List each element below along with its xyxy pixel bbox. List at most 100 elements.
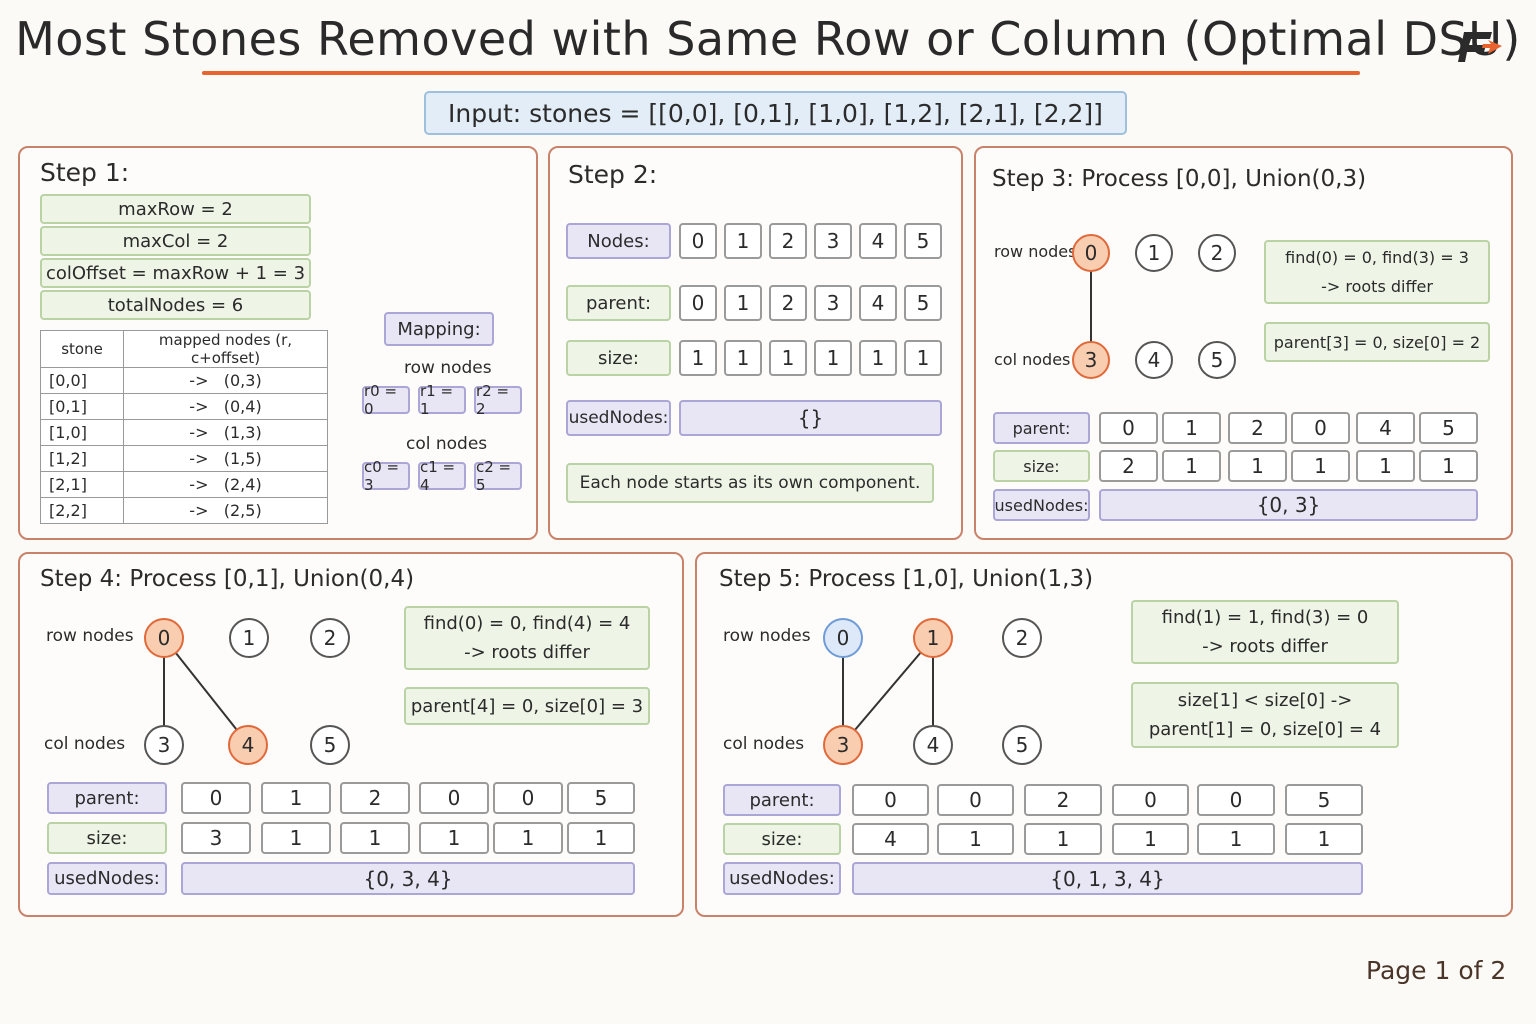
graph-node-0: 0 bbox=[1072, 234, 1110, 272]
mapped-text: (2,5) bbox=[223, 501, 262, 520]
input-box: Input: stones = [[0,0], [0,1], [1,0], [1… bbox=[424, 91, 1127, 135]
used-value: {0, 1, 3, 4} bbox=[852, 862, 1363, 895]
size-cell: 1 bbox=[769, 340, 807, 376]
size-cell: 4 bbox=[852, 823, 929, 855]
size-cell: 1 bbox=[814, 340, 852, 376]
step1-line: maxRow = 2 bbox=[40, 194, 311, 224]
parent-cell: 0 bbox=[937, 784, 1014, 816]
page-title: Most Stones Removed with Same Row or Col… bbox=[15, 12, 1521, 66]
parent-cell: 4 bbox=[859, 285, 897, 321]
row-node-map: r0 = 0 bbox=[362, 382, 410, 418]
step2-panel: Step 2: Nodes: 0 1 2 3 4 5 parent: 0 1 2… bbox=[548, 146, 963, 540]
table-row: [0,0] -> (0,3) bbox=[40, 367, 328, 394]
step4-title: Step 4: Process [0,1], Union(0,4) bbox=[40, 566, 415, 592]
size-cell: 1 bbox=[419, 822, 489, 854]
col-node-map: c0 = 3 bbox=[362, 458, 410, 494]
row-nodes-label: row nodes bbox=[404, 358, 492, 378]
mapped-text: (1,5) bbox=[223, 449, 262, 468]
info-line: -> roots differ bbox=[1321, 277, 1433, 296]
node-cell: 4 bbox=[859, 223, 897, 259]
col-nodes-label: col nodes bbox=[44, 734, 126, 754]
arrow-text: -> bbox=[189, 449, 209, 468]
graph-node-3: 3 bbox=[144, 725, 184, 765]
graph-node-0: 0 bbox=[144, 618, 184, 658]
graph-node-3: 3 bbox=[823, 725, 863, 765]
parent-label: parent: bbox=[993, 412, 1090, 444]
row-nodes-label: row nodes bbox=[723, 626, 811, 646]
graph-node-5: 5 bbox=[310, 725, 350, 765]
size-cell: 1 bbox=[1228, 450, 1287, 482]
step1-line: totalNodes = 6 bbox=[40, 290, 311, 320]
table-row: [1,0] -> (1,3) bbox=[40, 419, 328, 446]
table-cell: [2,1] bbox=[40, 471, 124, 498]
row-node-map: r2 = 2 bbox=[474, 382, 522, 418]
parent-label: parent: bbox=[566, 285, 671, 321]
size-cell: 1 bbox=[937, 823, 1014, 855]
node-cell: 2 bbox=[769, 223, 807, 259]
size-cell: 1 bbox=[1291, 450, 1350, 482]
table-row: [2,2] -> (2,5) bbox=[40, 497, 328, 524]
size-cell: 1 bbox=[1285, 823, 1363, 855]
size-cell: 1 bbox=[1024, 823, 1102, 855]
info-line: -> roots differ bbox=[464, 642, 590, 663]
step4-union-info: parent[4] = 0, size[0] = 3 bbox=[404, 687, 650, 725]
graph-node-2: 2 bbox=[1198, 234, 1236, 272]
size-cell: 1 bbox=[1419, 450, 1478, 482]
mapping-table: stone mapped nodes (r, c+offset) [0,0] -… bbox=[40, 330, 328, 524]
graph-node-0: 0 bbox=[823, 618, 863, 658]
parent-cell: 5 bbox=[904, 285, 942, 321]
step1-line: colOffset = maxRow + 1 = 3 bbox=[40, 258, 311, 288]
size-label: size: bbox=[47, 822, 167, 854]
size-cell: 1 bbox=[261, 822, 331, 854]
arrow-text: -> bbox=[189, 423, 209, 442]
table-cell: -> (2,4) bbox=[123, 471, 328, 498]
parent-cell: 1 bbox=[1162, 412, 1221, 444]
size-cell: 1 bbox=[1162, 450, 1221, 482]
size-cell: 1 bbox=[1197, 823, 1275, 855]
title-underline bbox=[202, 71, 1360, 75]
parent-cell: 5 bbox=[1419, 412, 1478, 444]
table-cell: -> (0,3) bbox=[123, 367, 328, 394]
info-line: -> roots differ bbox=[1202, 636, 1328, 657]
size-label: size: bbox=[566, 340, 671, 376]
parent-cell: 2 bbox=[340, 782, 410, 814]
used-label: usedNodes: bbox=[47, 862, 167, 895]
size-cell: 1 bbox=[724, 340, 762, 376]
size-cell: 1 bbox=[340, 822, 410, 854]
graph-node-5: 5 bbox=[1198, 341, 1236, 379]
page-indicator: Page 1 of 2 bbox=[1366, 956, 1507, 985]
info-line: parent[3] = 0, size[0] = 2 bbox=[1273, 332, 1481, 352]
table-cell: [2,2] bbox=[40, 497, 124, 524]
brand-logo-icon bbox=[1452, 26, 1508, 66]
step5-title: Step 5: Process [1,0], Union(1,3) bbox=[719, 566, 1094, 592]
used-label: usedNodes: bbox=[566, 400, 671, 436]
table-row: [2,1] -> (2,4) bbox=[40, 471, 328, 498]
size-cell: 1 bbox=[1356, 450, 1415, 482]
table-cell: [0,0] bbox=[40, 367, 124, 394]
size-label: size: bbox=[723, 823, 841, 855]
row-nodes-label: row nodes bbox=[994, 242, 1077, 261]
info-line: find(0) = 0, find(4) = 4 bbox=[423, 613, 631, 634]
parent-cell: 0 bbox=[1112, 784, 1189, 816]
table-cell: [1,0] bbox=[40, 419, 124, 446]
step5-find-info: find(1) = 1, find(3) = 0 -> roots differ bbox=[1131, 600, 1399, 664]
step1-line: maxCol = 2 bbox=[40, 226, 311, 256]
parent-cell: 0 bbox=[679, 285, 717, 321]
size-cell: 2 bbox=[1099, 450, 1158, 482]
step5-panel: Step 5: Process [1,0], Union(1,3) row no… bbox=[695, 552, 1513, 917]
parent-cell: 0 bbox=[493, 782, 563, 814]
step5-union-info: size[1] < size[0] -> parent[1] = 0, size… bbox=[1131, 682, 1399, 748]
graph-node-3: 3 bbox=[1072, 341, 1110, 379]
info-line: find(1) = 1, find(3) = 0 bbox=[1161, 607, 1369, 628]
table-row: [0,1] -> (0,4) bbox=[40, 393, 328, 420]
mapped-text: (2,4) bbox=[223, 475, 262, 494]
step1-title: Step 1: bbox=[40, 158, 130, 187]
table-cell: -> (1,5) bbox=[123, 445, 328, 472]
parent-label: parent: bbox=[723, 784, 841, 816]
arrow-text: -> bbox=[189, 475, 209, 494]
node-cell: 0 bbox=[679, 223, 717, 259]
step3-union-info: parent[3] = 0, size[0] = 2 bbox=[1264, 322, 1490, 362]
info-line: parent[4] = 0, size[0] = 3 bbox=[410, 695, 644, 717]
edge-0-4 bbox=[163, 637, 249, 745]
col-node-map: c2 = 5 bbox=[474, 458, 522, 494]
